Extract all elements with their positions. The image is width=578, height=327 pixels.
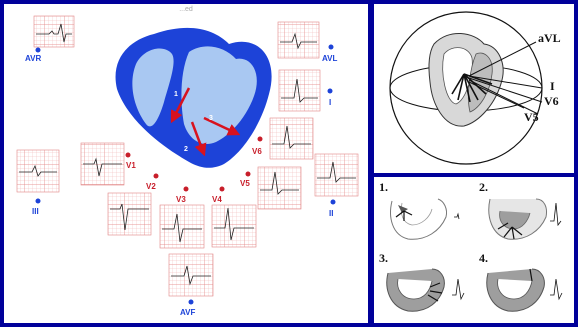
lead-dot-v4: [220, 187, 225, 192]
step-label-2: 2.: [479, 180, 488, 194]
ecg-strip-v5: [258, 167, 301, 209]
lead-label-v5: V5: [240, 179, 250, 188]
lead-dot-avf: [189, 300, 194, 305]
frontal-plane-sphere-panel: aVL I V6 V5: [374, 4, 574, 173]
lead-dot-avl: [329, 45, 334, 50]
sphere-label-v5: V5: [524, 110, 539, 124]
lead-label-v6: V6: [252, 147, 262, 156]
vector-label-1: 1: [174, 91, 178, 98]
lead-dot-avr: [36, 48, 41, 53]
lead-dot-i: [328, 89, 333, 94]
lead-label-v1: V1: [126, 161, 136, 170]
lead-dot-v6: [258, 137, 263, 142]
ecg-strip-ii: [315, 154, 358, 196]
lead-dot-v3: [184, 187, 189, 192]
ecg-strip-v3: [160, 205, 204, 248]
vector-label-2: 2: [184, 146, 188, 153]
lead-label-iii: III: [32, 207, 39, 216]
lead-label-ii: II: [329, 209, 333, 218]
step-label-3: 3.: [379, 251, 388, 265]
depolarization-sequence-panel: 1. 2. 3. 4.: [374, 177, 574, 323]
ecg-strip-avf: [169, 254, 213, 296]
lead-dot-v2: [154, 174, 159, 179]
panel-title-fragment: ...ed: [179, 6, 193, 13]
ecg-strip-iii: [17, 150, 59, 192]
lead-label-v3: V3: [176, 195, 186, 204]
ecg-strip-avr: [34, 16, 74, 47]
ecg-heart-diagram-panel: ...ed 1 2 3: [4, 4, 368, 323]
sphere-label-v6: V6: [544, 94, 559, 108]
lead-label-avl: AVL: [322, 54, 338, 63]
ecg-strip-v2: [108, 193, 151, 235]
ecg-strip-i: [279, 70, 320, 111]
ecg-strip-avl: [278, 22, 319, 58]
lead-label-avr: AVR: [25, 54, 42, 63]
lead-label-avf: AVF: [180, 308, 196, 317]
lead-dot-iii: [36, 199, 41, 204]
sphere-label-i: I: [550, 79, 555, 93]
step-label-1: 1.: [379, 180, 388, 194]
ecg-strip-v1: [81, 143, 124, 185]
lead-dot-ii: [331, 200, 336, 205]
sphere-label-avl: aVL: [538, 31, 561, 45]
ecg-strip-v4: [212, 205, 256, 247]
ecg-strip-v6: [270, 118, 313, 159]
lead-dot-v5: [246, 172, 251, 177]
vector-label-3: 3: [209, 115, 213, 122]
lead-label-v2: V2: [146, 182, 156, 191]
lead-label-v4: V4: [212, 195, 222, 204]
lead-label-i: I: [329, 98, 331, 107]
step-label-4: 4.: [479, 251, 488, 265]
lead-dot-v1: [126, 153, 131, 158]
